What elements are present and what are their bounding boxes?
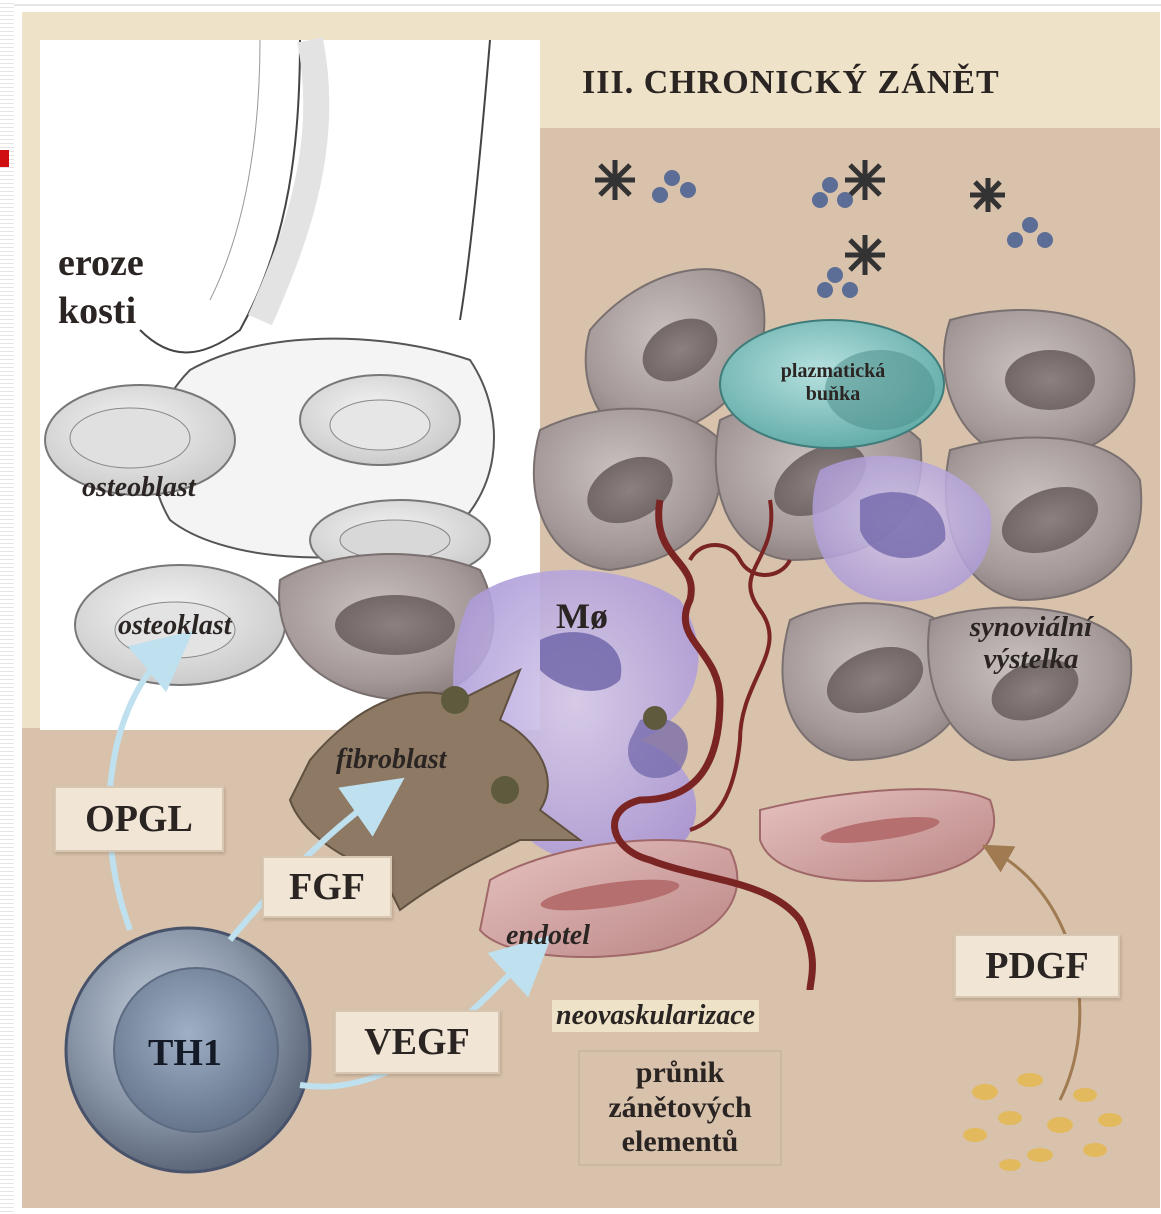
pdgf-box: PDGF [954,934,1120,998]
fgf-box: FGF [262,856,392,918]
infiltration-label: průnik zánětových elementů [578,1050,782,1166]
bone-erosion-label: eroze kosti [58,240,144,335]
neovascularization-label: neovaskularizace [552,1000,759,1032]
diagram-title: III. CHRONICKÝ ZÁNĚT [582,66,1000,100]
vegf-box: VEGF [334,1010,500,1074]
th1-label: TH1 [148,1034,222,1072]
plasma-cell-label: plazmatická buňka [748,360,918,406]
fibroblast-label: fibroblast [336,746,446,774]
endothelium-label: endotel [506,922,590,950]
osteoclast-label: osteoklast [118,612,232,640]
osteoblast-label: osteoblast [82,474,196,502]
synovial-lining-label: synoviální výstelka [946,612,1116,676]
macrophage-label: Mø [556,598,608,634]
opgl-box: OPGL [54,786,224,852]
